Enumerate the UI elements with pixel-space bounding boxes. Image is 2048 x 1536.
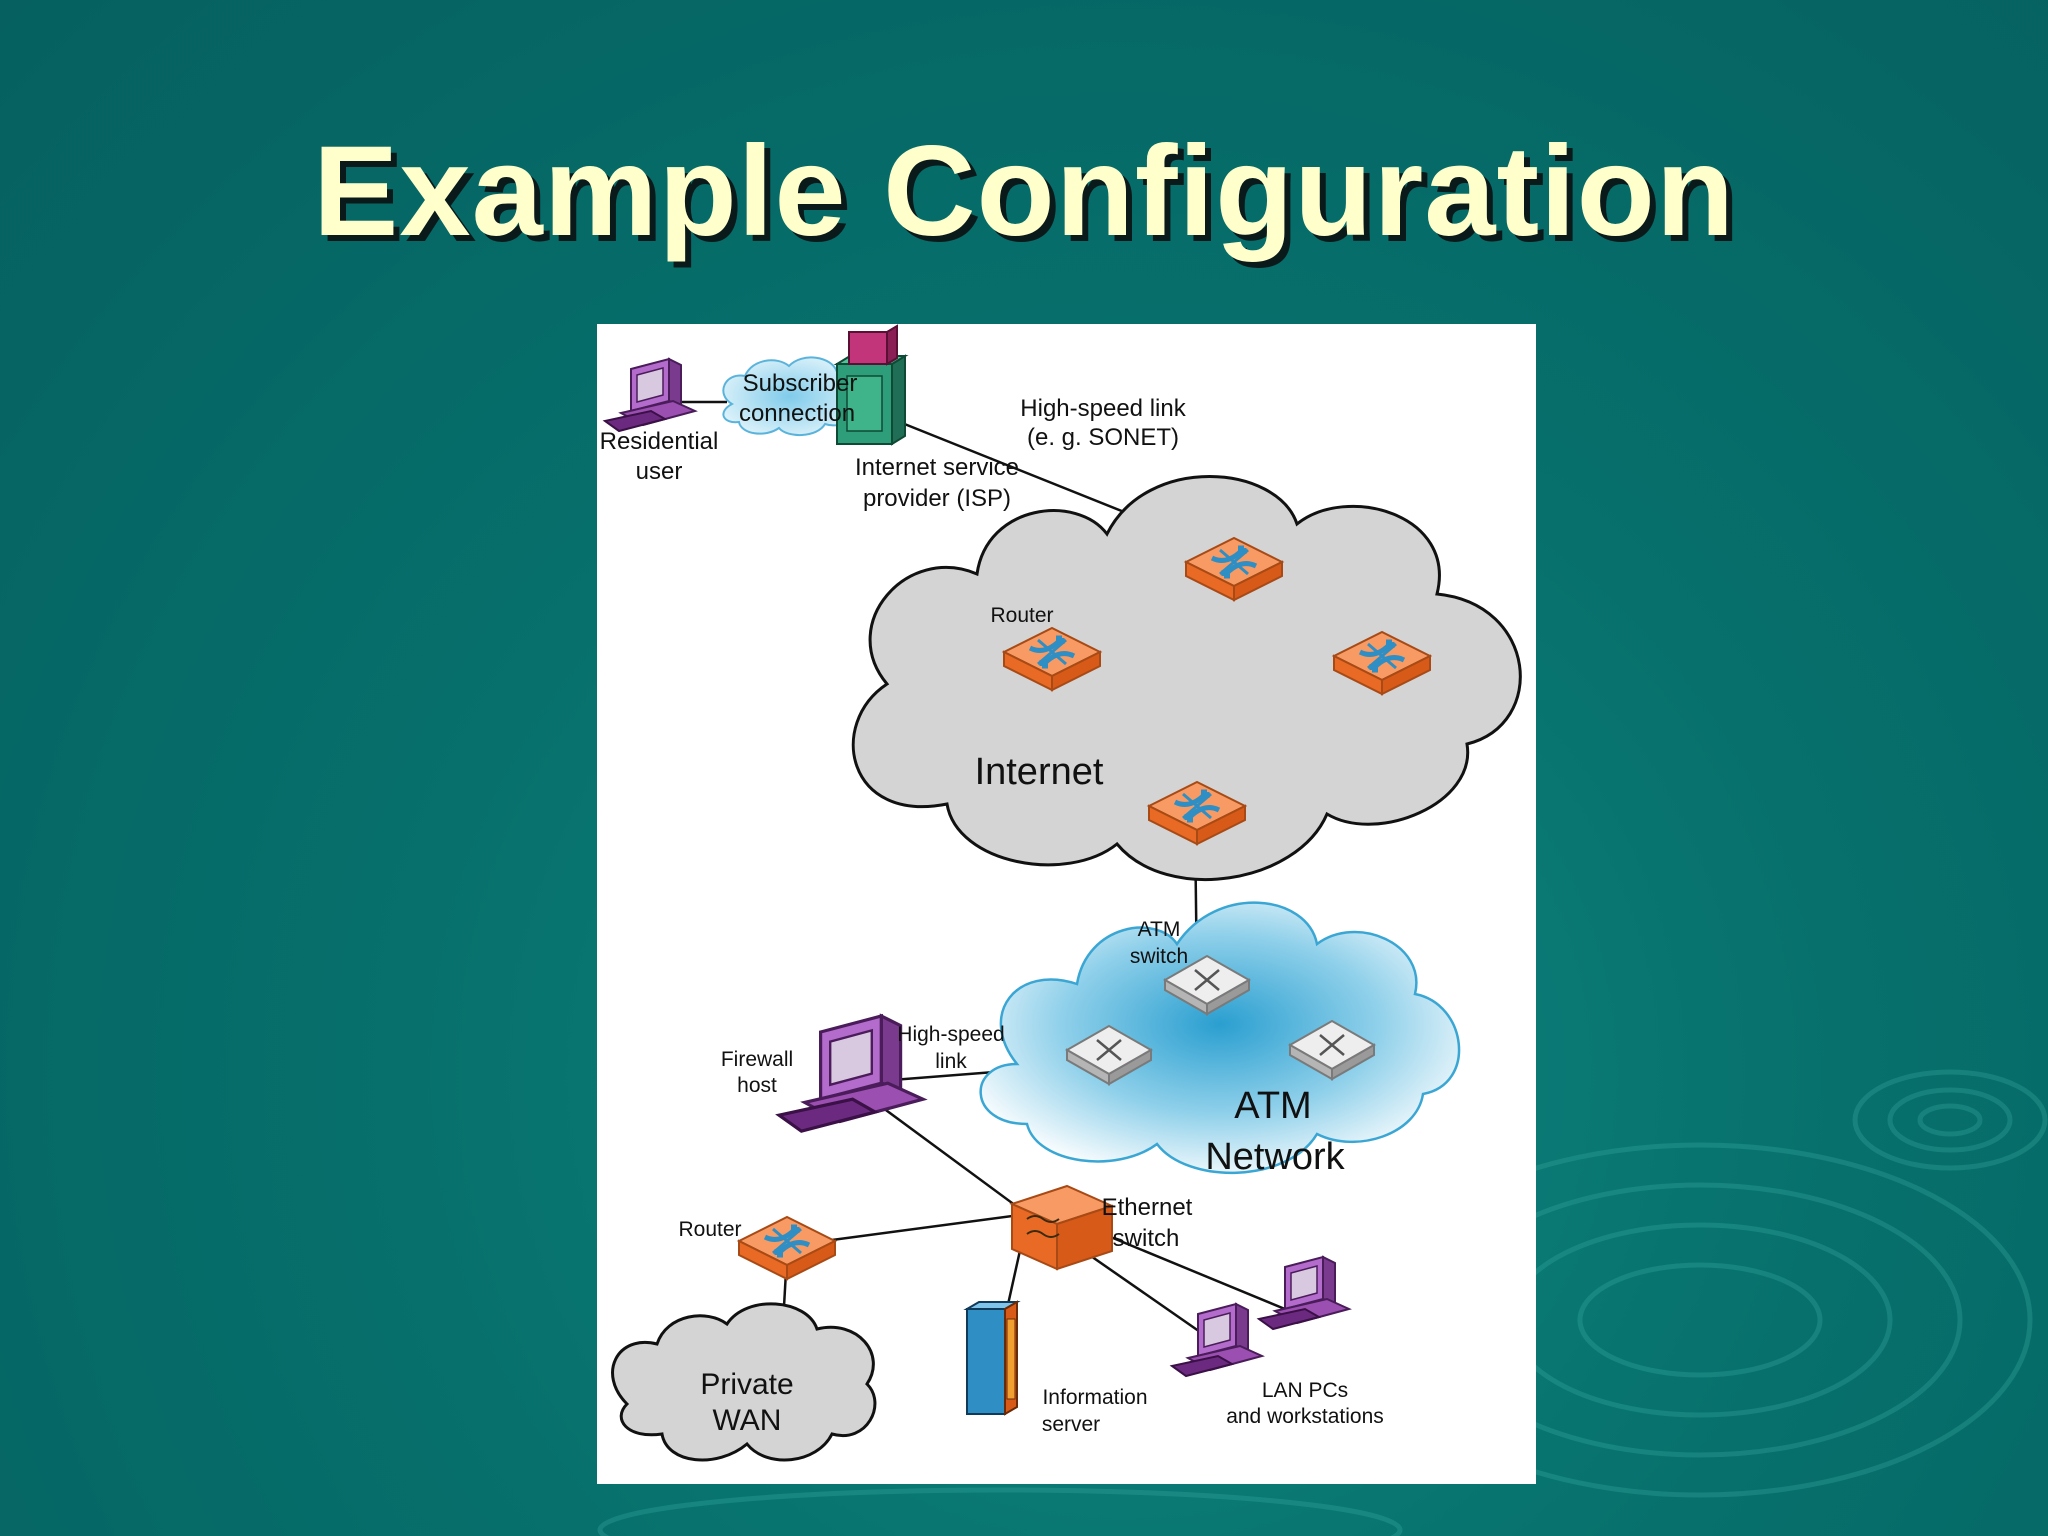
information-server-icon [963, 1300, 1021, 1416]
atm-network-label-1: ATM [1234, 1085, 1311, 1127]
lan-pcs-label-2: and workstations [1226, 1405, 1384, 1428]
firewall-link-label-1: High-speed [897, 1023, 1004, 1046]
ethernet-switch-label-2: switch [1113, 1225, 1180, 1252]
atm-switch-label-1: ATM [1138, 918, 1181, 941]
atm-switch-label-2: switch [1130, 945, 1188, 968]
network-diagram: Subscriber connection Residential user I… [597, 324, 1536, 1484]
info-server-label-2: server [1042, 1413, 1100, 1436]
ethernet-switch-icon [1009, 1184, 1115, 1271]
high-speed-link-label-1: High-speed link [1020, 395, 1186, 422]
isp-server-icon [833, 324, 909, 446]
private-wan-label-1: Private [700, 1368, 793, 1401]
atm-network-label-2: Network [1205, 1136, 1345, 1178]
private-wan-label-2: WAN [713, 1404, 782, 1437]
lan-pcs-label-1: LAN PCs [1262, 1379, 1348, 1402]
firewall-host-label-2: host [737, 1074, 777, 1097]
internet-cloud [851, 475, 1522, 882]
info-server-label-1: Information [1042, 1386, 1147, 1409]
atm-network-cloud [979, 901, 1461, 1175]
residential-user-label-2: user [636, 458, 683, 485]
residential-user-label-1: Residential [600, 428, 719, 455]
subscriber-connection-label-2: connection [739, 400, 855, 427]
private-wan-cloud [611, 1302, 877, 1462]
lan-pc-2-icon [1258, 1256, 1350, 1330]
wan-router-label: Router [678, 1218, 741, 1241]
wan-router-icon [739, 1217, 835, 1279]
firewall-link-label-2: link [935, 1050, 967, 1073]
ethernet-switch-label-1: Ethernet [1102, 1194, 1193, 1221]
isp-label-2: provider (ISP) [863, 485, 1011, 512]
firewall-host-label-1: Firewall [721, 1048, 793, 1071]
subscriber-connection-label-1: Subscriber [743, 370, 858, 397]
internet-router-label: Router [990, 604, 1053, 627]
isp-label-1: Internet service [855, 454, 1019, 481]
lan-pc-1-icon [1171, 1303, 1263, 1377]
internet-label: Internet [975, 751, 1104, 793]
residential-computer-icon [604, 358, 696, 432]
slide-title: Example Configuration [313, 120, 1735, 263]
high-speed-link-label-2: (e. g. SONET) [1027, 424, 1179, 451]
